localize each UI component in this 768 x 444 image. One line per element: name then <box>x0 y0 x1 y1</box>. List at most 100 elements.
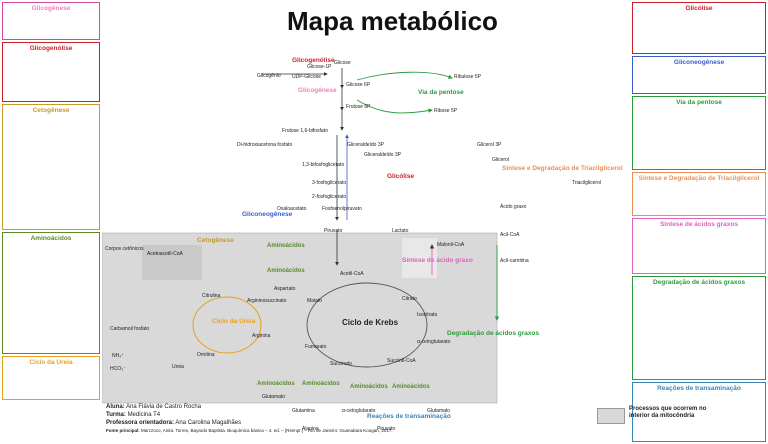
panel-title-triacilglicerol: Síntese e Degradação de Triacilglicerol <box>638 175 760 182</box>
left-info-column: Glicogênese Glicogenólise Cetogênese Ami… <box>0 0 102 444</box>
panel-transaminacao: Reações de transaminação <box>632 382 766 442</box>
line-pentose-nonoxidative <box>356 99 433 114</box>
label-glicose-6p: Glicose 6P <box>346 82 371 88</box>
label-degradacao-ag: Degradação de ácidos graxos <box>447 330 540 337</box>
label-nh4: NH₄⁺ <box>112 353 124 359</box>
page-title: Mapa metabólico <box>287 6 498 36</box>
pentose-lines <box>356 71 453 114</box>
label-aminoacidos-1: Aminoácidos <box>267 243 305 249</box>
label-isocitrato: Isocitrato <box>417 312 438 318</box>
label-glicogenese: Glicogênese <box>298 87 337 94</box>
label-glicolise: Glicólise <box>387 173 414 180</box>
label-aminoacidos-4: Aminoácidos <box>350 384 388 390</box>
line-pentose-oxidative <box>356 71 453 81</box>
label-argininosuccinato: Argininosuccinato <box>247 298 287 304</box>
label-frutose-6p: Frutose 6P <box>346 104 371 110</box>
label-carbamoil-fosfato: Carbamoil fosfato <box>110 326 149 332</box>
panel-sintese-ag: Síntese de ácidos graxos <box>632 218 766 274</box>
label-dhap: Di-hidroxiacetona fosfato <box>237 142 293 148</box>
label-via-pentose: Via da pentose <box>418 89 464 96</box>
urea-cycle <box>192 296 262 354</box>
panel-degradacao-ag: Degradação de ácidos graxos <box>632 276 766 380</box>
label-triacilglicerol: Triacilglicerol <box>572 180 601 186</box>
label-pep: Fosfoenolpiruvato <box>322 206 362 212</box>
pathway-diagram: Glicogenólise Glicogênese Via da pentose… <box>102 57 623 432</box>
panel-title-gliconeogenese: Gliconeogênese <box>673 59 725 66</box>
label-cetogenese: Cetogênese <box>197 237 234 244</box>
panel-gliconeogenese: Gliconeogênese <box>632 56 766 94</box>
label-acetil-coa: Acetil-CoA <box>340 271 364 277</box>
panel-title-glicolise: Glicólise <box>685 5 713 12</box>
label-alfa-cg: α-cetoglutarato <box>417 339 451 345</box>
label-lactato: Lactato <box>392 228 409 234</box>
panel-title-aminoacidos: Aminoácidos <box>30 235 72 242</box>
label-glicose: Glicose <box>334 60 351 66</box>
krebs-cycle <box>306 282 428 368</box>
label-ureia: Ureia <box>172 364 184 370</box>
legend-text: Processos que ocorrem no interior da mit… <box>629 406 707 419</box>
label-ribulose-5p: Ribulose 5P <box>454 74 482 80</box>
panel-title-degradacao-ag: Degradação de ácidos graxos <box>652 279 746 286</box>
label-succinil-coa: Succinil-CoA <box>387 358 416 364</box>
label-frutose-16bp: Frutose 1,6-bifosfato <box>282 128 328 134</box>
label-transaminacao: Reações de transaminação <box>367 413 451 420</box>
legend-swatch-mitochondria <box>597 408 625 424</box>
label-13bpg: 1,3-bifosfoglicerato <box>302 162 344 168</box>
label-ciclo-krebs: Ciclo de Krebs <box>342 318 399 327</box>
urea-ring <box>192 296 262 354</box>
mitochondria-regions <box>102 232 498 404</box>
panel-aminoacidos: Aminoácidos <box>2 232 100 354</box>
label-alfa-cg-bottom: α-cetoglutarato <box>342 408 376 414</box>
credit-turma: Turma: Medicina T4 <box>106 412 161 418</box>
label-acetoacetil-coa: Acetoacetil-CoA <box>147 251 184 257</box>
label-2pg: 2-fosfoglicerato <box>312 194 346 200</box>
label-citrato: Citrato <box>402 296 417 302</box>
label-glicose-1p: Glicose-1P <box>307 64 332 70</box>
label-sintese-ag: Síntese de ácido graxo <box>402 257 473 264</box>
label-hco3: HCO₃⁻ <box>110 366 126 372</box>
panel-title-glicogenolise: Glicogenólise <box>29 45 73 52</box>
label-aspartato: Aspartato <box>274 286 296 292</box>
label-corpos-cetonicos: Corpos cetônicos <box>105 246 144 252</box>
label-glutamato-bottom: Glutamato <box>427 408 450 414</box>
label-tag: Síntese e Degradação de Triacilglicerol <box>502 165 623 172</box>
label-aminoacidos-5: Aminoácidos <box>392 384 430 390</box>
label-aminoacidos-3: Aminoácidos <box>302 381 340 387</box>
cetogenese-region <box>142 245 202 280</box>
label-fumarato: Fumarato <box>305 344 327 350</box>
label-ribose-5p: Ribose 5P <box>434 108 458 114</box>
label-glicogenolise: Glicogenólise <box>292 57 335 64</box>
panel-glicolise: Glicólise <box>632 2 766 54</box>
label-oxaloacetato: Oxaloacetato <box>277 206 307 212</box>
panel-title-via-pentose: Via da pentose <box>676 99 722 106</box>
label-arginina: Arginina <box>252 333 271 339</box>
credit-fonte: Fonte principal: Marzzoco, Anita. Torres… <box>106 428 393 433</box>
credit-professora: Professora orientadora: Ana Carolina Mag… <box>106 420 242 426</box>
metabolite-labels: Glicogênio Glicose UDP-Glicose Glicose-1… <box>105 60 601 432</box>
label-udp-glicose: UDP-Glicose <box>292 74 321 80</box>
label-alanina: Alanina <box>302 426 319 432</box>
pathway-lines <box>262 68 349 266</box>
credit-aluna: Aluna: Ana Flávia de Castro Rocha <box>106 404 202 410</box>
pathway-labels: Glicogenólise Glicogênese Via da pentose… <box>197 57 623 420</box>
panel-via-pentose: Via da pentose <box>632 96 766 170</box>
label-3pg: 3-fosfoglicerato <box>312 180 346 186</box>
panel-ciclo-ureia: Ciclo da Ureia <box>2 356 100 400</box>
label-acido-graxo: Ácido graxo <box>500 203 527 210</box>
credits-block: Aluna: Ana Flávia de Castro Rocha Turma:… <box>106 403 606 435</box>
panel-glicogenese: Glicogênese <box>2 2 100 40</box>
label-ciclo-ureia: Ciclo da Ureia <box>212 318 256 325</box>
metabolic-map: Mapa metabólico <box>102 0 706 444</box>
label-glutamato: Glutamato <box>262 394 285 400</box>
panel-title-glicogenese: Glicogênese <box>31 5 71 12</box>
label-g3p: Gliceraldeído 3P <box>347 142 385 148</box>
label-malonil-coa: Malonil-CoA <box>437 242 465 248</box>
krebs-ring <box>306 282 428 368</box>
label-ornitina: Ornitina <box>197 352 215 358</box>
label-malato: Malato <box>307 298 322 304</box>
label-glicerol-3p: Glicerol 3P <box>477 142 502 148</box>
panel-glicogenolise: Glicogenólise <box>2 42 100 102</box>
panel-title-transaminacao: Reações de transaminação <box>657 385 741 392</box>
right-info-column: Glicólise Gliconeogênese Via da pentose … <box>630 0 768 444</box>
label-gliconeogenese: Gliconeogênese <box>242 211 293 218</box>
